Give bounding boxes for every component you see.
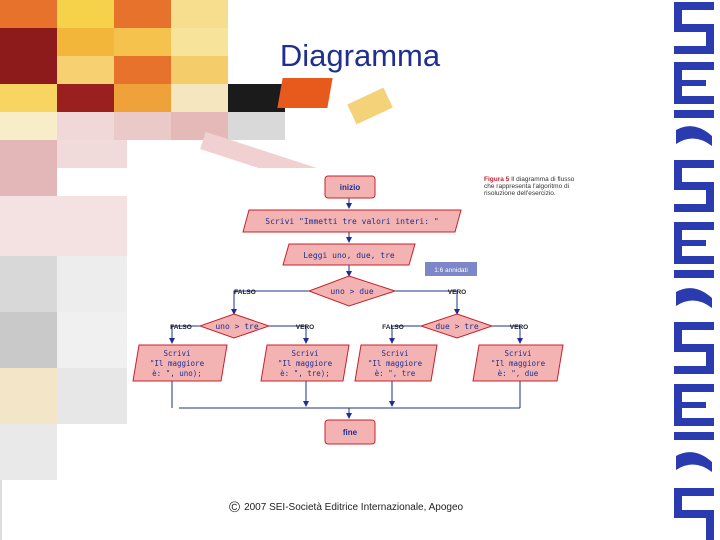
decision-main-text: uno > due	[330, 287, 374, 296]
figure-caption: Figura 5 Il diagramma di flusso che rapp…	[484, 176, 584, 197]
svg-text:è: ", tre: è: ", tre	[375, 369, 416, 378]
sei-logo-graphic	[674, 2, 714, 540]
decision-main	[307, 275, 397, 307]
svg-text:Scrivi: Scrivi	[163, 349, 190, 358]
note-tag	[425, 262, 477, 276]
figure-caption-number: Figura 5	[484, 176, 510, 183]
output-box-1: Scrivi "Il maggiore è: ", uno);	[132, 344, 228, 382]
right-true-label: VERO	[510, 324, 528, 331]
main-false-label: FALSO	[234, 289, 256, 296]
left-true-label: VERO	[296, 324, 314, 331]
left-false-label: FALSO	[170, 324, 192, 331]
flowchart-figure: inizio Scrivi "Immetti tre valori interi…	[127, 168, 595, 450]
prompt-output-text: Scrivi "Immetti tre valori interi: "	[265, 217, 438, 226]
end-label: fine	[343, 428, 358, 437]
svg-text:Scrivi: Scrivi	[291, 349, 318, 358]
svg-text:"Il maggiore: "Il maggiore	[368, 359, 423, 368]
svg-text:è: ", due: è: ", due	[498, 369, 539, 378]
svg-text:Scrivi: Scrivi	[381, 349, 408, 358]
start-terminal	[324, 175, 376, 199]
figure-caption-text: Il diagramma di flusso che rappresenta l…	[484, 176, 575, 197]
output-box-2: Scrivi "Il maggiore è: ", tre);	[260, 344, 350, 382]
decision-left-text: uno > tre	[215, 322, 259, 331]
svg-text:"Il maggiore: "Il maggiore	[150, 359, 205, 368]
start-label: inizio	[340, 183, 361, 192]
svg-text:è: ", tre);: è: ", tre);	[280, 369, 330, 378]
decision-left	[198, 313, 271, 339]
sei-logo	[668, 0, 720, 540]
prompt-output-box	[242, 209, 462, 233]
flowchart: inizio Scrivi "Immetti tre valori interi…	[132, 175, 564, 445]
note-tag-text: 1:6 annidati	[434, 267, 468, 274]
svg-text:è: ", uno);: è: ", uno);	[152, 369, 202, 378]
output-box-4: Scrivi "Il maggiore è: ", due	[472, 344, 564, 382]
end-terminal	[324, 419, 376, 445]
read-input-box	[282, 243, 416, 266]
decision-right-text: due > tre	[435, 322, 479, 331]
copyright-text: 2007 SEI-Società Editrice Internazionale…	[244, 502, 464, 513]
right-false-label: FALSO	[382, 324, 404, 331]
svg-text:"Il maggiore: "Il maggiore	[491, 359, 546, 368]
svg-text:"Il maggiore: "Il maggiore	[278, 359, 333, 368]
copyright-footer: ©2007 SEI-Società Editrice Internazional…	[229, 499, 463, 516]
slide-title: Diagramma	[279, 38, 441, 73]
decision-right	[419, 313, 494, 339]
copyright-symbol: ©	[229, 499, 241, 516]
svg-text:Scrivi: Scrivi	[504, 349, 531, 358]
output-box-3: Scrivi "Il maggiore è: ", tre	[354, 344, 438, 382]
read-input-text: Leggi uno, due, tre	[303, 251, 395, 260]
main-true-label: VERO	[448, 289, 466, 296]
